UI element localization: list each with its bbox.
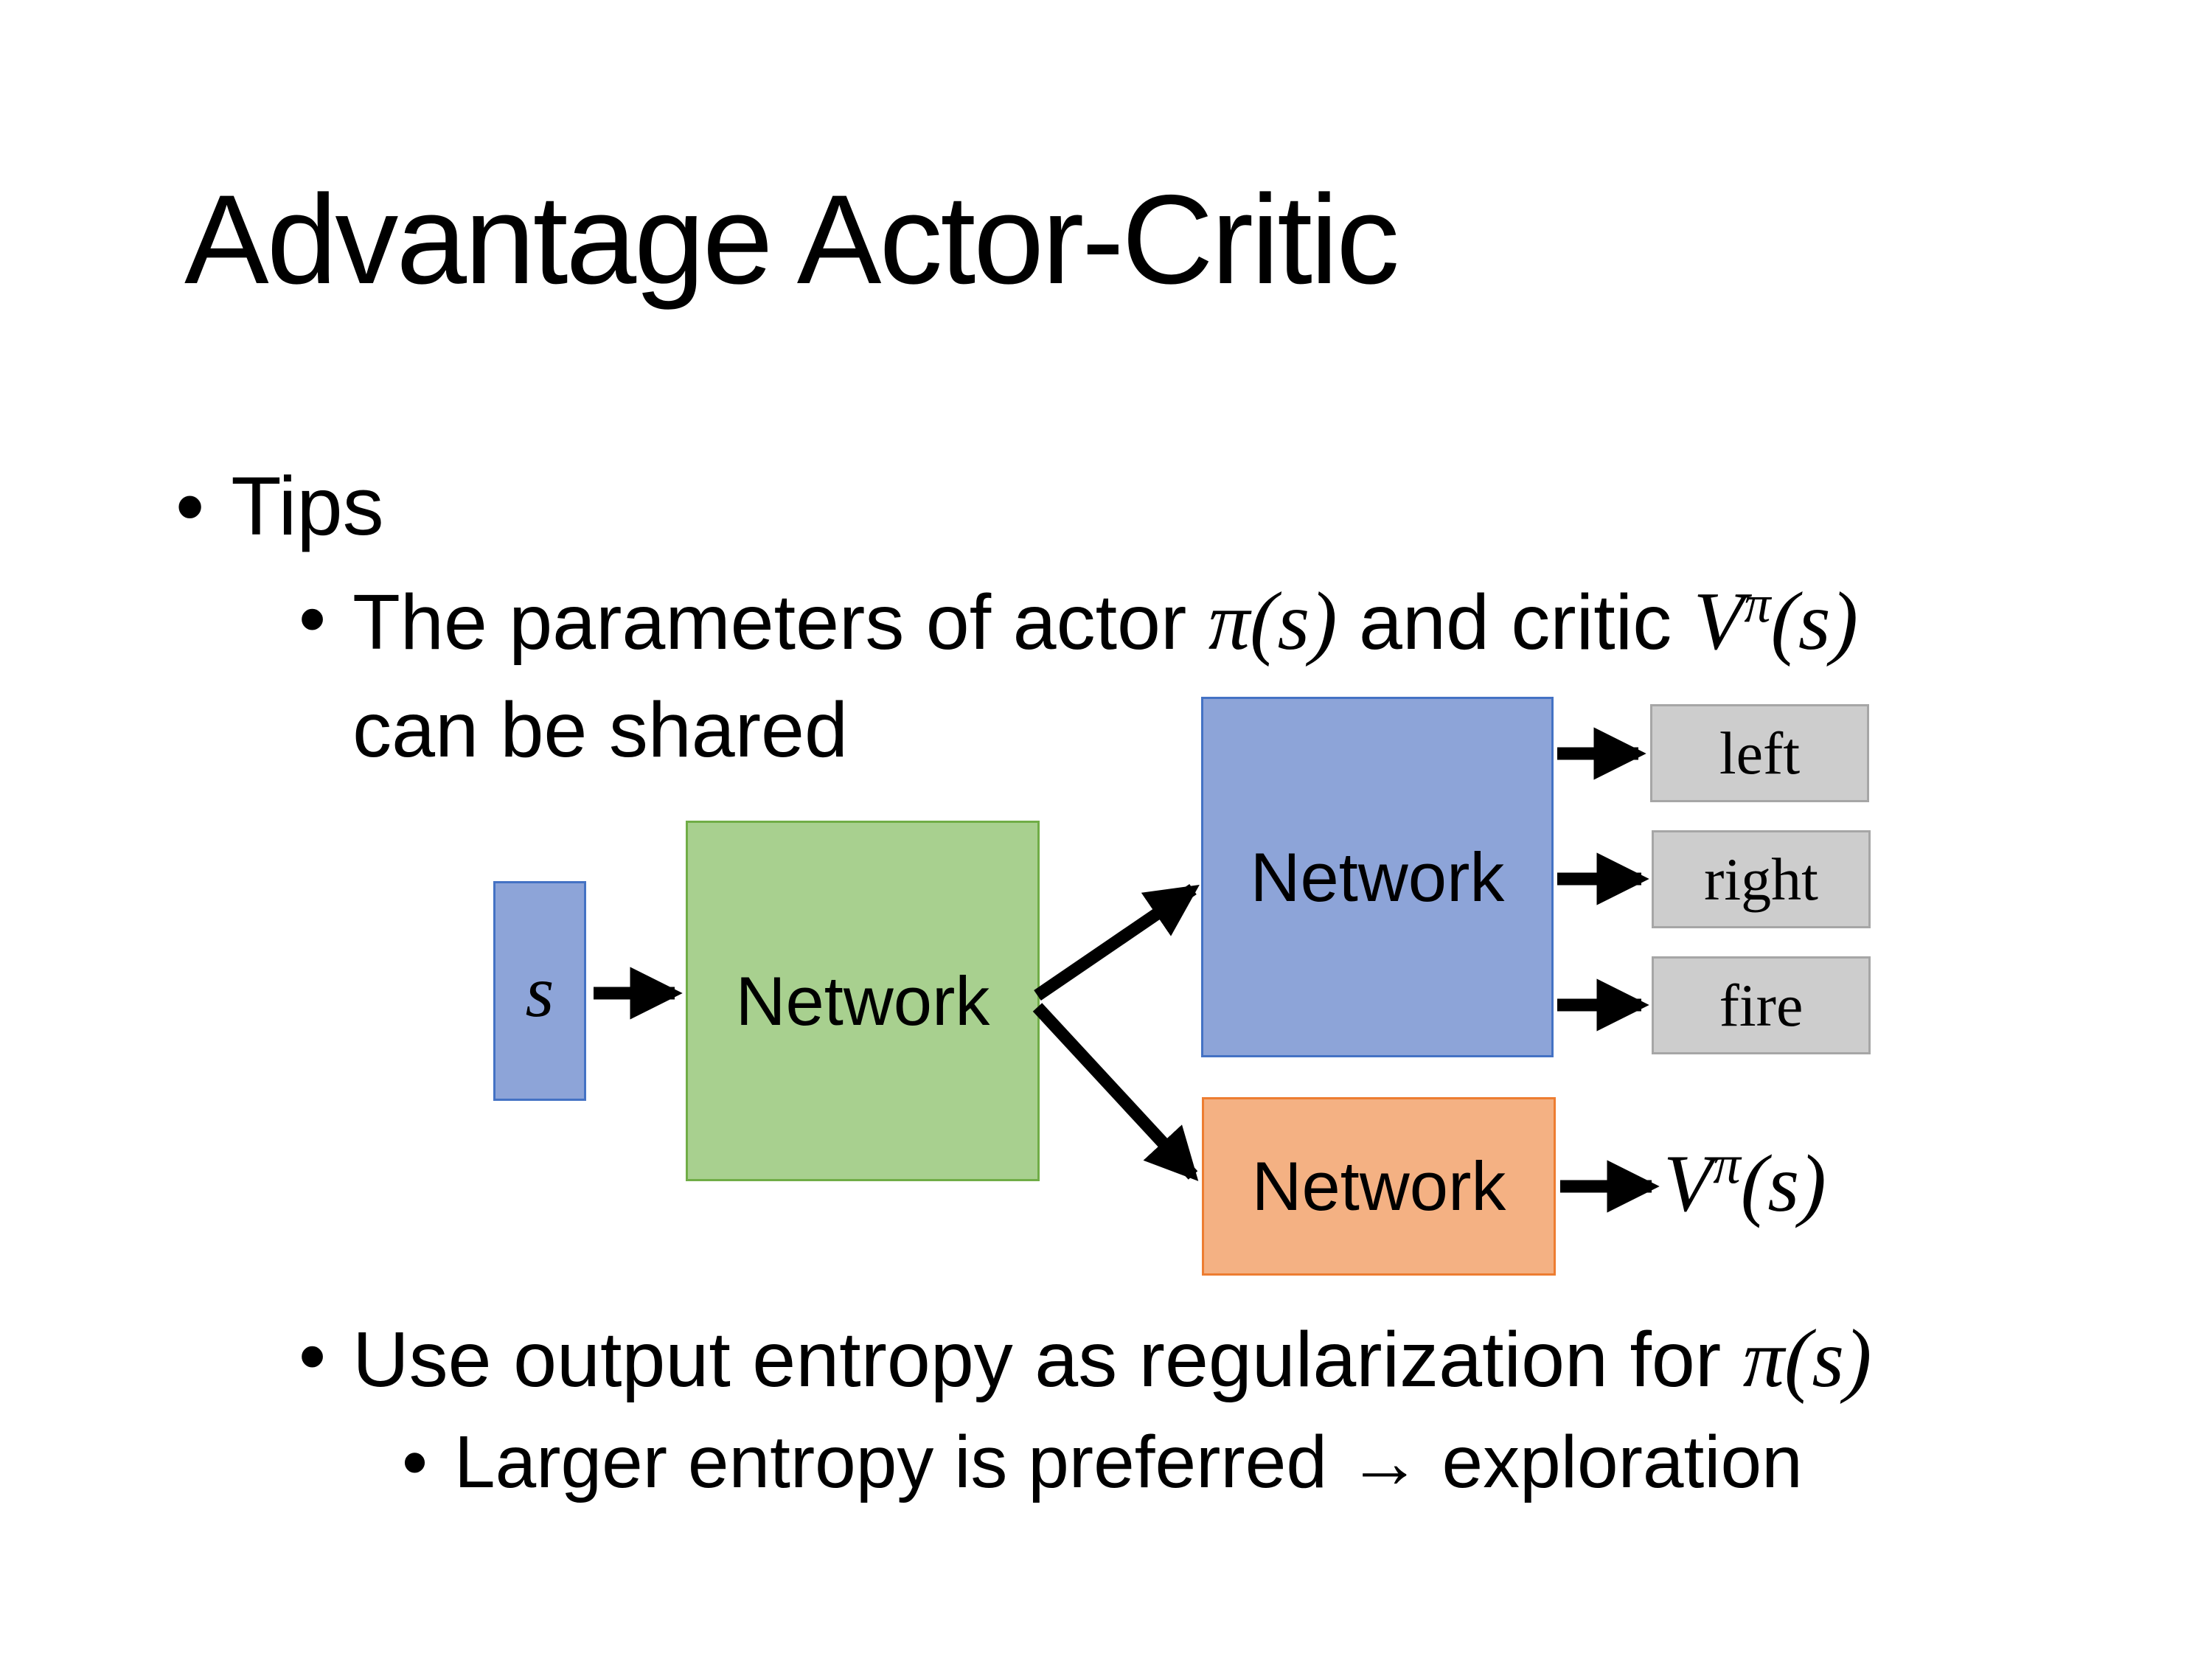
math-paren-s: (s)	[1740, 1138, 1826, 1228]
bullet-dot: •	[299, 575, 327, 662]
action-label-left: left	[1719, 719, 1801, 787]
action-label-fire: fire	[1719, 971, 1804, 1039]
bullet-dot: •	[299, 1312, 327, 1399]
bullet-dot: •	[175, 460, 205, 552]
text-segment: The parameters of actor	[352, 579, 1208, 666]
shared-network-label: Network	[735, 961, 990, 1040]
bullet-larger-entropy-label: Larger entropy is preferred → exploratio…	[454, 1421, 1803, 1503]
math-V: V	[1663, 1138, 1714, 1228]
critic-network-label: Network	[1251, 1147, 1506, 1225]
bullet-dot: •	[402, 1421, 428, 1503]
action-label-right: right	[1704, 845, 1818, 913]
slide-title: Advantage Actor-Critic	[184, 169, 1399, 310]
shared-network-box: Network	[686, 821, 1040, 1181]
text-segment: and critic	[1337, 579, 1694, 666]
actor-network-box: Network	[1201, 697, 1554, 1057]
bullet-parameters-shared: • The parameters of actor π(s) and criti…	[299, 566, 1858, 782]
bullet-tips: • Tips	[175, 451, 384, 562]
math-pi-s: π(s)	[1208, 576, 1338, 667]
state-input-label: s	[525, 950, 554, 1032]
bullet-parameters-shared-text: The parameters of actor π(s) and critic …	[352, 566, 1858, 782]
actor-network-label: Network	[1250, 838, 1505, 916]
bullet-larger-entropy: • Larger entropy is preferred → explorat…	[402, 1413, 1803, 1512]
state-input-box: s	[493, 881, 586, 1101]
bullet-entropy-text: Use output entropy as regularization for…	[352, 1304, 1871, 1415]
math-sup-pi: π	[1744, 574, 1771, 634]
action-box-right: right	[1652, 830, 1871, 928]
math-pi-s: π(s)	[1742, 1313, 1872, 1405]
arrow-shared-to-critic	[1032, 1003, 1199, 1181]
critic-network-box: Network	[1202, 1097, 1556, 1276]
value-function-label: Vπ(s)	[1663, 1137, 1826, 1231]
arrow-shared-to-actor	[1034, 883, 1200, 1001]
action-box-left: left	[1650, 704, 1869, 802]
text-segment: Use output entropy as regularization for	[352, 1316, 1743, 1403]
bullet-tips-label: Tips	[231, 460, 384, 552]
bullet-entropy-regularization: • Use output entropy as regularization f…	[299, 1304, 1871, 1415]
math-V: V	[1693, 576, 1745, 667]
math-paren-s: (s)	[1770, 576, 1858, 667]
math-sup-pi: π	[1713, 1134, 1741, 1196]
text-segment: can be shared	[352, 686, 848, 773]
action-box-fire: fire	[1652, 956, 1871, 1054]
